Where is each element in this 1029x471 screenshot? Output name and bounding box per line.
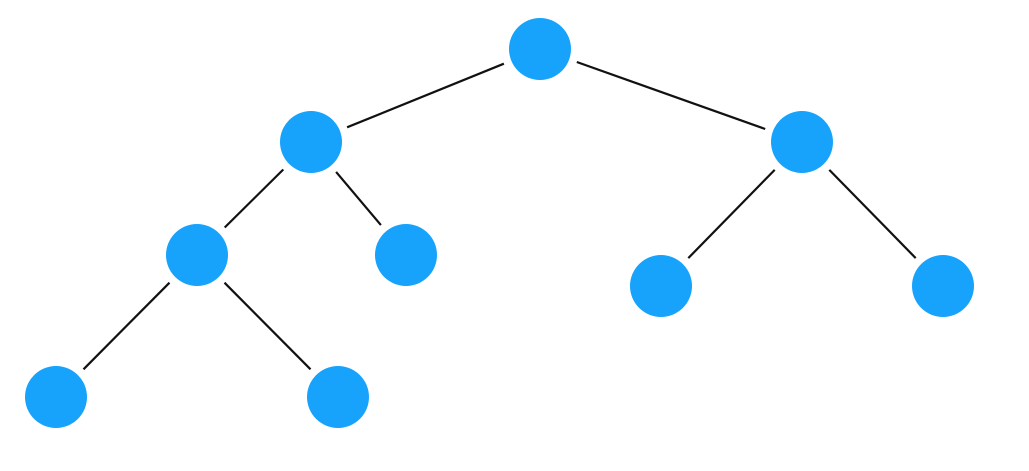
tree-edges: [82, 60, 917, 371]
node-root: [509, 18, 571, 80]
node-right: [771, 111, 833, 173]
node-left-left-right: [307, 366, 369, 428]
node-left-right: [375, 224, 437, 286]
edge-root-to-right: [576, 60, 766, 131]
node-right-left: [630, 255, 692, 317]
edge-left-left-to-left-left-right: [223, 281, 312, 371]
tree-nodes: [25, 18, 974, 428]
edge-left-to-left-left: [223, 168, 285, 229]
edge-left-to-left-right: [335, 171, 382, 226]
node-right-right: [912, 255, 974, 317]
edge-right-to-right-right: [828, 169, 917, 259]
node-left-left-left: [25, 366, 87, 428]
edge-left-left-to-left-left-left: [82, 281, 171, 371]
edge-root-to-left: [346, 62, 505, 129]
node-left: [280, 111, 342, 173]
edge-right-to-right-left: [687, 169, 776, 259]
node-left-left: [166, 224, 228, 286]
